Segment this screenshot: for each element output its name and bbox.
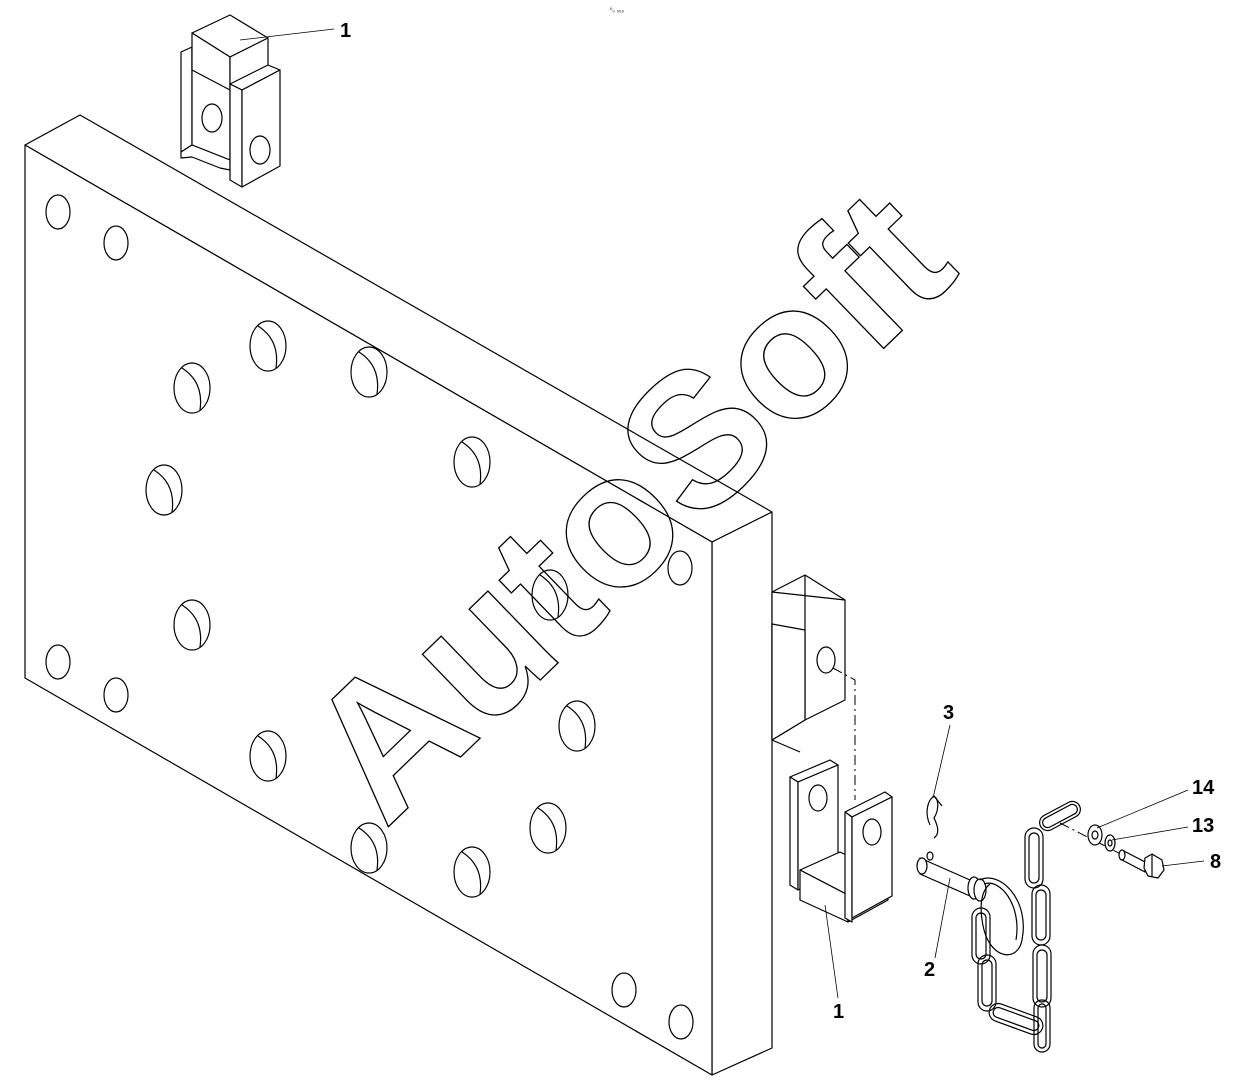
rear-block-hole <box>816 646 836 674</box>
plate-hole-countersunk <box>453 436 491 488</box>
plate-hole-countersunk <box>453 846 491 898</box>
lower-clevis-right-edge <box>844 811 853 923</box>
plate-hole-countersunk <box>173 362 211 414</box>
clevis-hole <box>249 135 271 165</box>
lock-washer <box>1104 834 1116 852</box>
plate-hole <box>611 972 637 1008</box>
plate-hole-countersunk <box>350 822 388 874</box>
plate-hole <box>667 550 693 586</box>
callout-1-bottom: 1 <box>833 1001 844 1023</box>
clevis-bracket-bottom <box>789 759 893 923</box>
washer <box>1087 824 1103 846</box>
hitch-pin <box>916 851 1024 956</box>
lower-clevis-right-plate <box>851 796 893 919</box>
callout-14: 14 <box>1192 777 1215 799</box>
plate-hole-countersunk <box>350 346 388 398</box>
plate-front-face <box>24 144 713 1076</box>
safety-chain <box>971 800 1081 1053</box>
callout-3: 3 <box>943 702 954 724</box>
plate-hole-countersunk <box>145 464 183 516</box>
plate-hole <box>103 677 129 713</box>
plate-hole-countersunk <box>249 320 287 372</box>
plate-holes <box>45 194 694 1040</box>
callout-13: 13 <box>1192 815 1214 837</box>
linch-pin-clip <box>926 795 943 839</box>
rear-mount-block <box>771 574 846 753</box>
hex-bolt <box>1118 849 1165 879</box>
clevis-right-plate-edge <box>229 83 243 188</box>
plate-hole-countersunk <box>173 599 211 651</box>
lower-clevis-left-edge <box>789 776 799 891</box>
callout-8: 8 <box>1210 851 1221 873</box>
clevis-hole <box>201 103 223 133</box>
mounting-plate <box>24 114 773 1076</box>
plate-hole <box>45 194 71 230</box>
header-mark: ⁰₀ ₀₀₀ <box>610 7 625 14</box>
clevis-left-plate-edge <box>180 46 193 153</box>
lower-clevis-hole <box>862 818 882 846</box>
clevis-right-plate <box>241 69 281 188</box>
plate-hole <box>668 1004 694 1040</box>
callout-1-top: 1 <box>340 20 351 42</box>
plate-hole <box>103 225 129 261</box>
plate-hole <box>45 644 71 680</box>
clevis-bracket-top <box>180 14 281 188</box>
plate-hole-countersunk <box>558 700 596 752</box>
plate-hole-countersunk <box>531 569 569 621</box>
lower-clevis-hole <box>808 784 828 812</box>
plate-side-face <box>711 511 773 1076</box>
assembly-centerline <box>832 667 856 800</box>
plate-hole-countersunk <box>249 730 287 782</box>
leader-lines <box>239 28 1205 999</box>
plate-hole-countersunk <box>529 802 567 854</box>
callout-2: 2 <box>924 959 935 981</box>
